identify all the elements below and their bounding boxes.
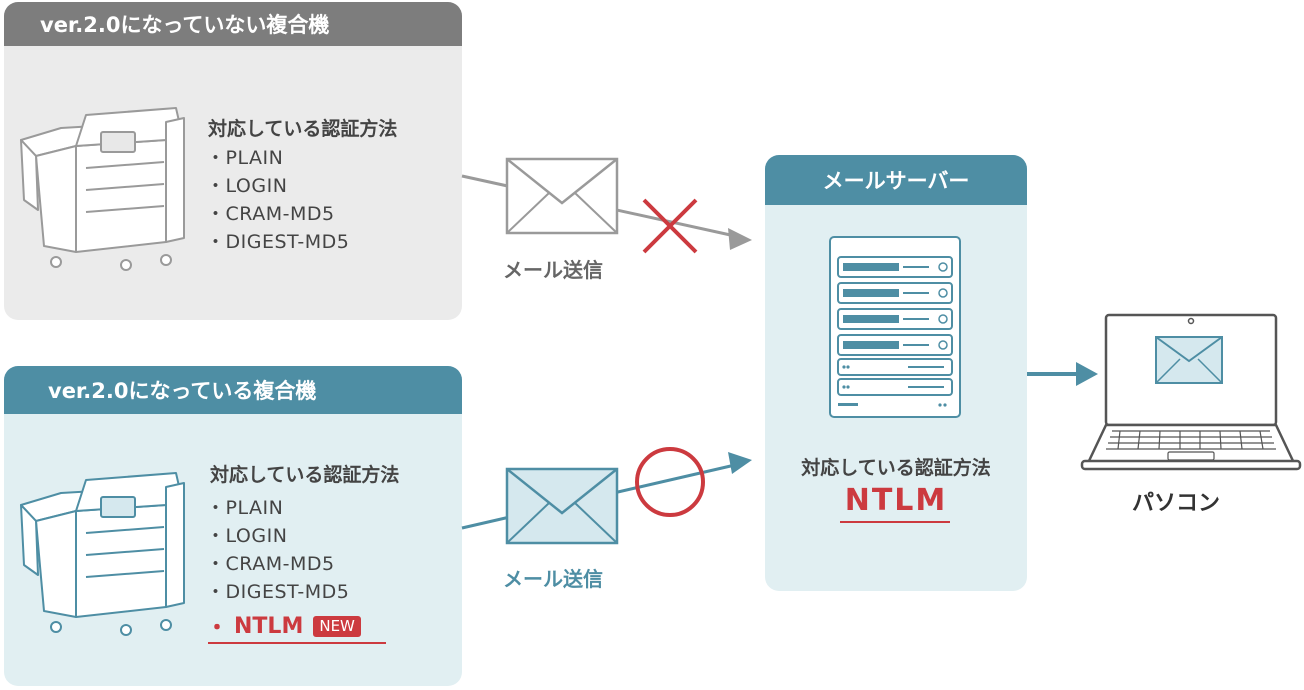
mail-server-panel: メールサーバー [765,155,1027,591]
new-auth-title: 対応している認証方法 [210,464,400,486]
list-item: DIGEST-MD5 [206,578,349,606]
new-badge: NEW [313,615,361,637]
multifunction-printer-icon [20,472,185,636]
list-item: LOGIN [206,172,349,200]
cross-mark-icon [642,198,698,254]
send-label-bottom: メール送信 [503,567,603,591]
multifunction-printer-icon [20,107,185,271]
list-item: PLAIN [206,494,349,522]
list-item: LOGIN [206,522,349,550]
new-method-label: NTLM [234,613,304,639]
server-auth-title: 対応している認証方法 [801,457,991,479]
list-item: DIGEST-MD5 [206,228,349,256]
server-rack-icon [829,236,961,418]
bullet: ・ [206,616,229,641]
old-device-title: ver.2.0になっていない複合機 [4,2,462,46]
pc-label: パソコン [1132,491,1221,516]
list-item: PLAIN [206,144,349,172]
circle-mark-icon [635,447,705,517]
server-method-underline [840,521,950,523]
mail-server-title: メールサーバー [765,155,1027,205]
envelope-icon [505,157,619,235]
new-method-item: ・ NTLM NEW [206,610,361,642]
new-device-title: ver.2.0になっている複合機 [4,366,462,414]
old-auth-title: 対応している認証方法 [208,118,398,140]
new-auth-list: PLAIN LOGIN CRAM-MD5 DIGEST-MD5 [206,494,349,606]
old-auth-list: PLAIN LOGIN CRAM-MD5 DIGEST-MD5 [206,144,349,256]
server-method: NTLM [844,483,948,518]
new-method-underline [208,642,386,644]
envelope-icon [505,467,619,545]
laptop-icon [1080,313,1302,471]
send-label-top: メール送信 [503,258,603,282]
list-item: CRAM-MD5 [206,200,349,228]
list-item: CRAM-MD5 [206,550,349,578]
